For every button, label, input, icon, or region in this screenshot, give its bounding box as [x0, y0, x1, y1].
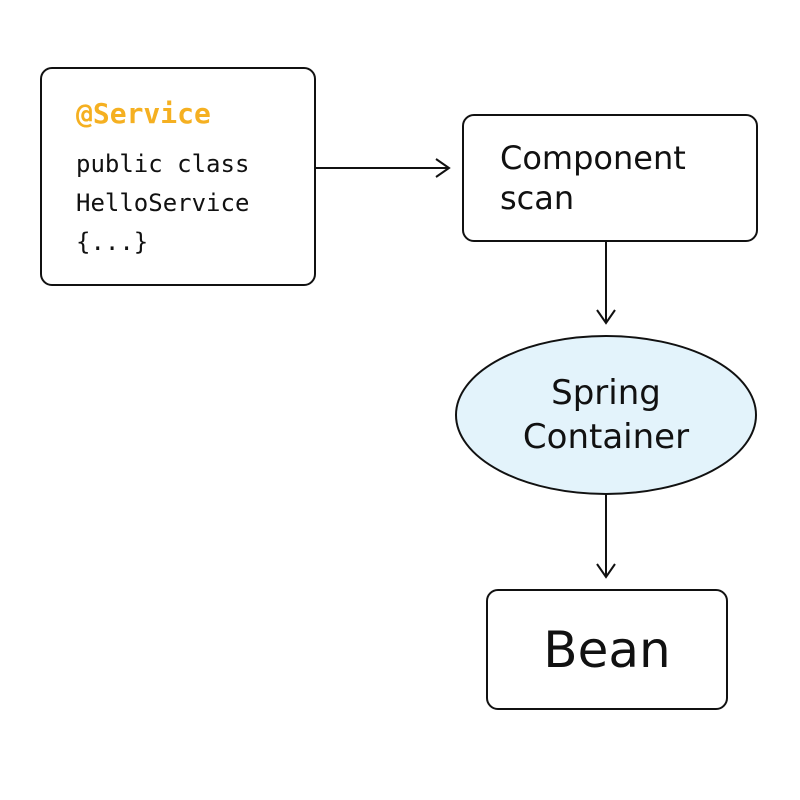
spring-container-line-2: Container [522, 417, 690, 457]
arrowhead-container-to-bean [596, 563, 616, 579]
code-line-3: {...} [76, 228, 149, 256]
component-scan-line-2: scan [500, 179, 575, 217]
service-annotation: @Service [76, 97, 211, 130]
spring-container-label: Spring Container [456, 336, 756, 494]
service-code-box: @Service public class HelloService {...} [40, 67, 316, 286]
code-line-2: HelloService [76, 189, 250, 217]
bean-label: Bean [543, 620, 671, 679]
bean-box: Bean [486, 589, 728, 710]
spring-container-line-1: Spring [551, 373, 661, 413]
arrowhead-scan-to-container [596, 309, 616, 325]
arrowhead-code-to-scan [435, 158, 451, 178]
code-line-1: public class [76, 150, 250, 178]
component-scan-line-1: Component [500, 139, 686, 177]
component-scan-box: Component scan [462, 114, 758, 242]
